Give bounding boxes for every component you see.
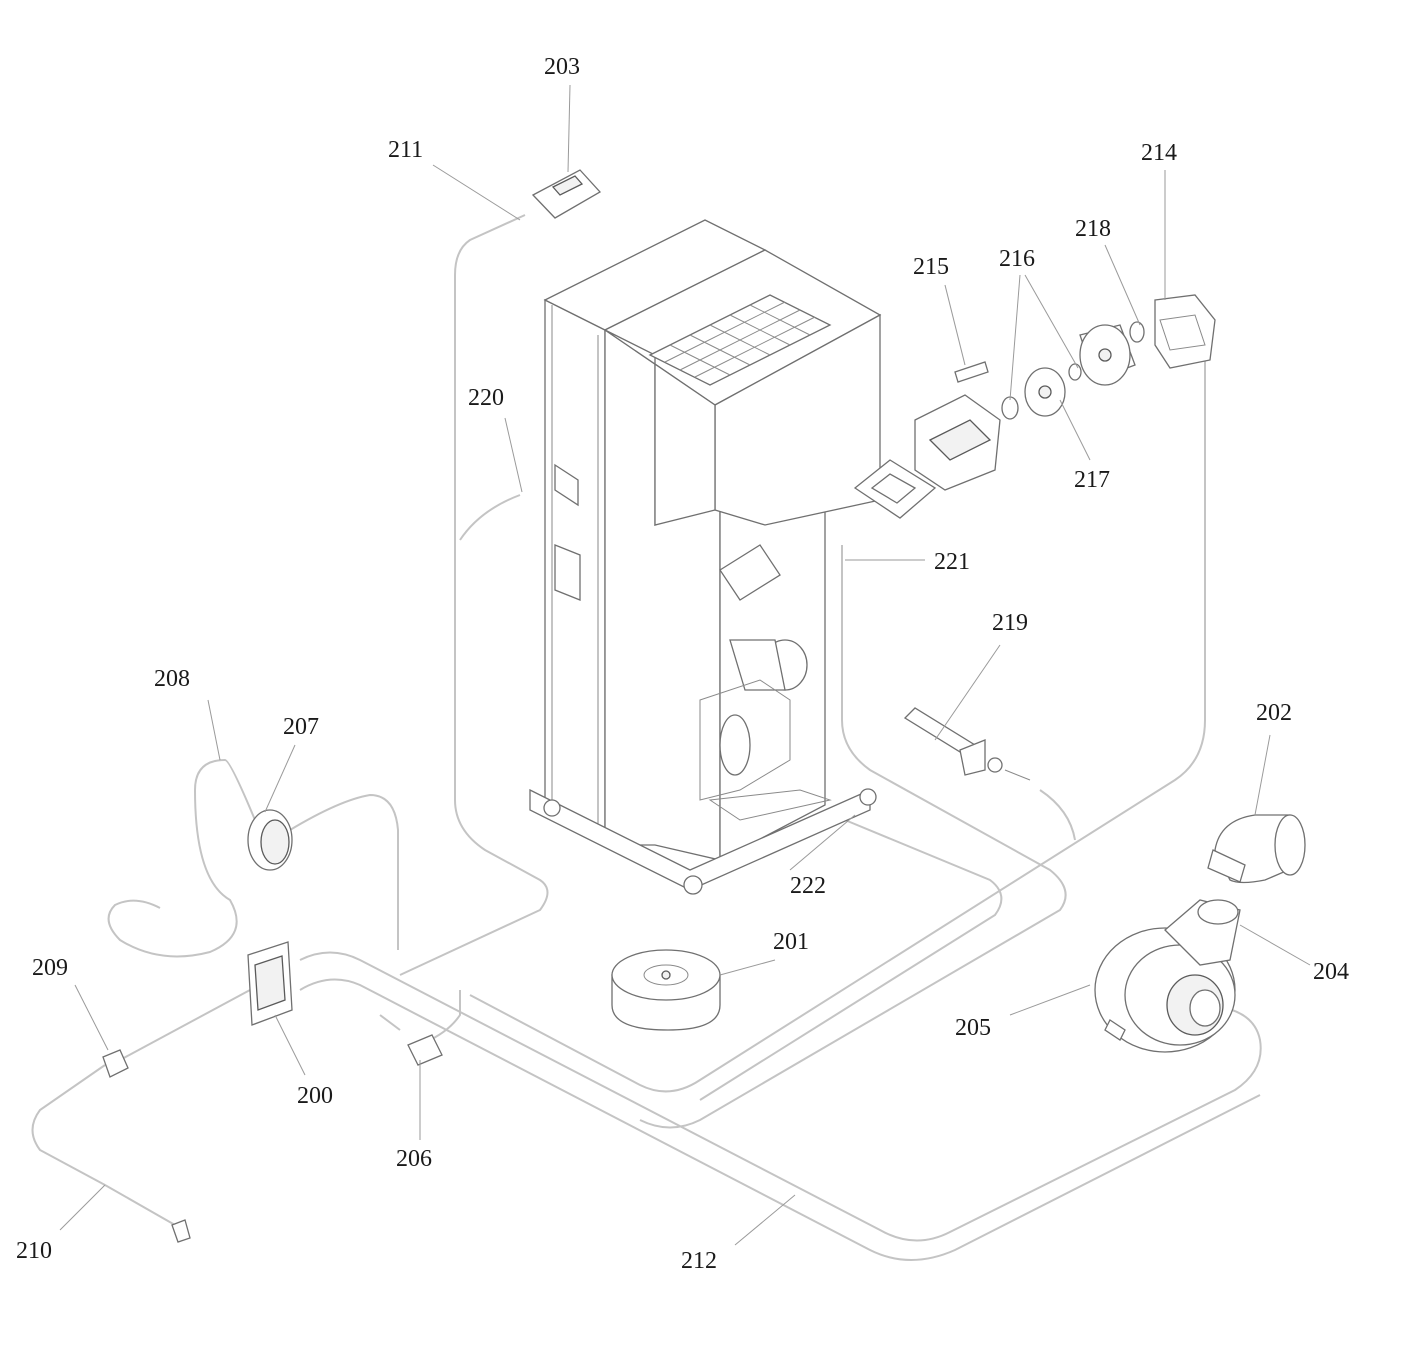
elbow-pipe-202 [1207, 814, 1306, 884]
control-board-200 [247, 941, 293, 1026]
exhaust-fan-205 [1094, 899, 1241, 1053]
igniter-219 [903, 707, 1031, 781]
callout-218: 218 [1075, 216, 1111, 242]
auger-assembly [853, 294, 1216, 519]
callout-210: 210 [16, 1238, 52, 1264]
coil-201 [611, 949, 721, 1031]
callout-207: 207 [283, 714, 319, 740]
callout-204: 204 [1313, 959, 1349, 985]
callout-217: 217 [1074, 467, 1110, 493]
hopper-grille [664, 301, 816, 378]
callout-219: 219 [992, 610, 1028, 636]
callout-205: 205 [955, 1015, 991, 1041]
boiler-body [529, 219, 882, 895]
callout-215: 215 [913, 254, 949, 280]
pressure-switch-207 [247, 809, 293, 871]
callout-206: 206 [396, 1146, 432, 1172]
callout-208: 208 [154, 666, 190, 692]
callouts: 203 211 214 218 216 215 217 220 221 219 … [16, 54, 1349, 1274]
control-panel-203 [531, 169, 602, 219]
callout-201: 201 [773, 929, 809, 955]
callout-202: 202 [1256, 700, 1292, 726]
wiring-harness [31, 214, 1262, 1261]
callout-203: 203 [544, 54, 580, 80]
callout-211: 211 [388, 137, 423, 163]
callout-220: 220 [468, 385, 504, 411]
small-parts [102, 1034, 443, 1243]
leader-lines [59, 84, 1311, 1246]
callout-212: 212 [681, 1248, 717, 1274]
callout-214: 214 [1141, 140, 1177, 166]
callout-200: 200 [297, 1083, 333, 1109]
callout-216: 216 [999, 246, 1035, 272]
callout-221: 221 [934, 549, 970, 575]
callout-222: 222 [790, 873, 826, 899]
callout-209: 209 [32, 955, 68, 981]
